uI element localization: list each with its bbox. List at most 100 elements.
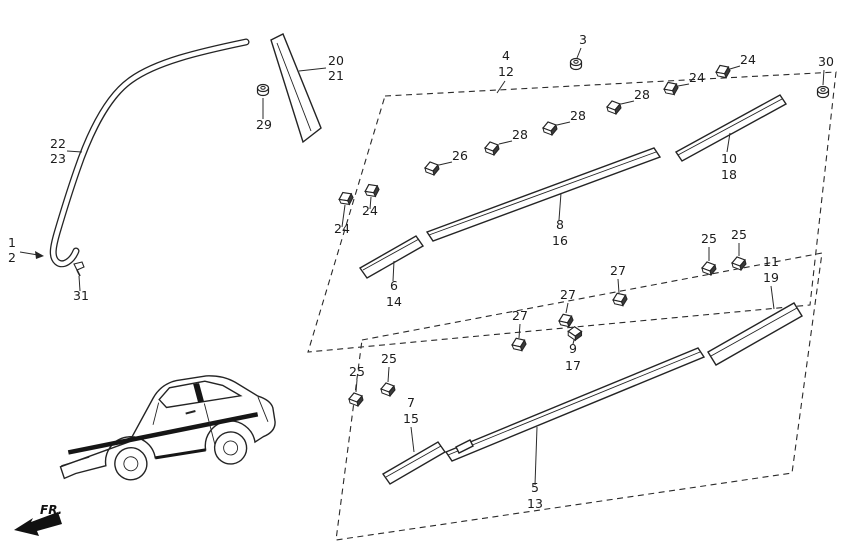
roof-drip-trim xyxy=(49,38,250,268)
leader-line xyxy=(298,67,327,72)
leader-line xyxy=(392,260,395,282)
molding-10-18 xyxy=(674,94,788,162)
leader-line xyxy=(770,285,775,310)
callout-21: 21 xyxy=(328,68,344,83)
roof-drip-trim-face xyxy=(51,39,249,266)
callout-1: 1 xyxy=(8,235,16,250)
fr-direction-indicator: FR. xyxy=(14,503,62,536)
molding-10-18-inner-line xyxy=(677,98,783,156)
callout-15: 15 xyxy=(403,411,419,426)
callout-12: 12 xyxy=(498,64,514,79)
leader-line xyxy=(726,132,731,153)
pillar-molding xyxy=(270,33,322,144)
callout-17: 17 xyxy=(565,358,581,373)
callout-10: 10 xyxy=(721,151,737,166)
callout-24: 24 xyxy=(740,52,756,67)
car-door-handle xyxy=(185,410,196,415)
callout-28: 28 xyxy=(634,87,650,102)
lower-group-box xyxy=(335,252,823,541)
car-side-molding-stripe xyxy=(67,412,259,455)
clip-24-left-b xyxy=(363,182,381,199)
callout-13: 13 xyxy=(527,496,543,511)
car-body xyxy=(59,375,276,480)
pillar-molding-outline xyxy=(270,33,322,144)
leader-line xyxy=(556,121,571,126)
molding-5-13 xyxy=(444,347,706,462)
callout-30: 30 xyxy=(818,54,834,69)
molding-7-15-inner-line xyxy=(385,445,442,478)
molding-11-19-inner-line xyxy=(710,307,798,357)
leader-line xyxy=(729,65,741,70)
leader-line xyxy=(822,69,825,86)
molding-6-14 xyxy=(358,235,425,279)
molding-5-13-inner-line xyxy=(447,351,701,456)
callout-26: 26 xyxy=(452,148,468,163)
leader-line xyxy=(369,196,372,210)
grommet-29 xyxy=(256,83,270,97)
leader-line xyxy=(496,80,506,94)
car-rear-wheel xyxy=(213,431,248,465)
callout-19: 19 xyxy=(763,270,779,285)
callout-31: 31 xyxy=(73,288,89,303)
grommet-3 xyxy=(569,57,583,71)
leader-line xyxy=(518,323,521,339)
callout-24: 24 xyxy=(334,221,350,236)
callout-7: 7 xyxy=(407,395,415,410)
grommet-30 xyxy=(816,85,830,99)
callout-3: 3 xyxy=(579,32,587,47)
leader-line xyxy=(677,83,690,87)
leader-line xyxy=(576,47,582,59)
molding-5-13-mount-pad xyxy=(455,439,474,454)
clip-25-lower-a xyxy=(348,392,364,407)
callout-4: 4 xyxy=(502,48,510,63)
screw-31 xyxy=(73,261,85,277)
clip-24-top-right-outer xyxy=(714,63,732,80)
molding-7-15 xyxy=(381,441,447,485)
clip-27-right xyxy=(611,291,629,308)
leader-line xyxy=(572,339,575,345)
molding-8-16-outline xyxy=(425,147,662,242)
callout-29: 29 xyxy=(256,117,272,132)
leader-line xyxy=(558,192,562,221)
clip-28-left xyxy=(484,141,500,156)
callout-27: 27 xyxy=(560,287,576,302)
callout-labels: 1 2 22 23 31 29 20 21 3 4 12 24 24 30 28… xyxy=(8,32,834,511)
callout-2: 2 xyxy=(8,250,16,265)
leader-lines xyxy=(19,47,825,486)
molding-8-16 xyxy=(425,147,662,242)
callout-28: 28 xyxy=(570,108,586,123)
callout-5: 5 xyxy=(531,480,539,495)
callout-23: 23 xyxy=(50,151,66,166)
callout-24: 24 xyxy=(689,70,705,85)
callout-27: 27 xyxy=(610,263,626,278)
car-front-wheel xyxy=(114,447,148,481)
leader-line xyxy=(355,379,358,393)
leader-line xyxy=(438,161,453,166)
leader-line xyxy=(387,366,390,383)
leader-arrowhead xyxy=(35,251,44,259)
callout-11: 11 xyxy=(763,254,779,269)
molding-11-19 xyxy=(707,302,803,366)
car-rear-hub xyxy=(223,440,239,456)
car-windshield-inner-line xyxy=(152,402,160,425)
molding-8-16-inner-line xyxy=(428,151,657,236)
callout-18: 18 xyxy=(721,167,737,182)
leader-line xyxy=(66,150,83,153)
callout-25: 25 xyxy=(349,364,365,379)
clip-24-left-a xyxy=(337,190,355,207)
clip-26 xyxy=(424,161,440,176)
clip-28-right xyxy=(606,100,622,115)
callout-22: 22 xyxy=(50,136,66,151)
callout-6: 6 xyxy=(390,278,398,293)
callout-25: 25 xyxy=(701,231,717,246)
leader-line xyxy=(620,100,635,105)
callout-20: 20 xyxy=(328,53,344,68)
callout-24: 24 xyxy=(362,203,378,218)
leader-line xyxy=(565,302,569,314)
callout-16: 16 xyxy=(552,233,568,248)
callout-14: 14 xyxy=(386,294,402,309)
clip-27-middle xyxy=(557,312,575,329)
clip-24-top-right-inner xyxy=(662,80,680,97)
